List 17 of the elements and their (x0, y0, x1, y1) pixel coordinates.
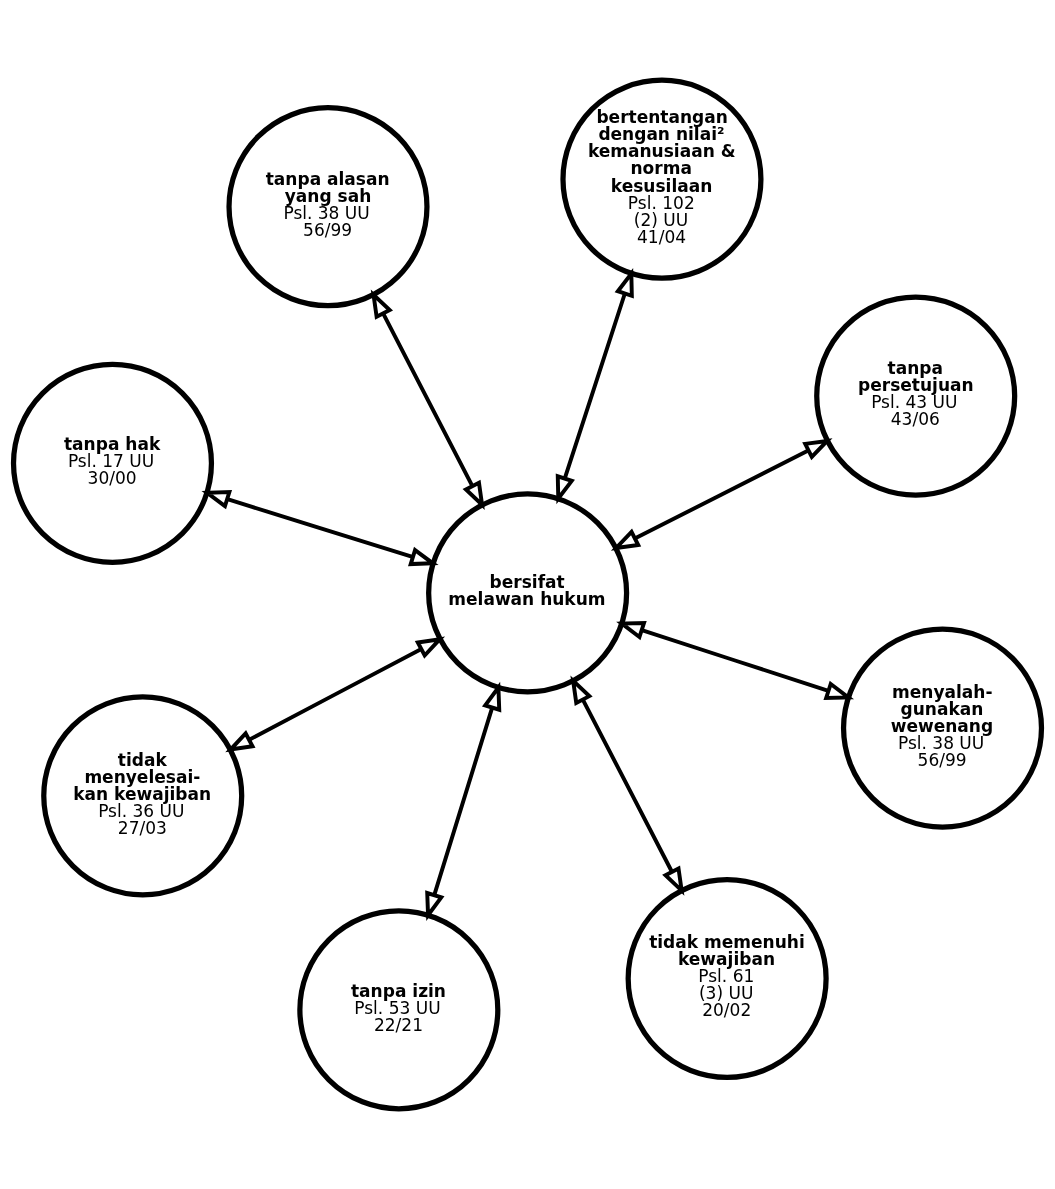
node-circle: tidak memenuhi kewajiban Psl. 61 (3) UU 20/02 (625, 876, 829, 1081)
node-circle: tanpa persetujuan Psl. 43 UU 43/06 (814, 294, 1018, 498)
node-circle: tidak menyelesai- kan kewajiban Psl. 36 UU 27/03 (41, 694, 245, 898)
arrow (610, 438, 833, 551)
node-circle: bersifat melawan hukum (426, 491, 630, 695)
node-circle: bertentangan dengan nilai² kemanusiaan & norma kesusilaan Psl. 102 (2) UU 41/04 (560, 77, 764, 281)
arrow (201, 490, 439, 567)
arrow (570, 675, 685, 896)
node-circle: tanpa hak Psl. 17 UU 30/00 (10, 361, 215, 565)
arrow (370, 289, 485, 511)
node-circle: tanpa izin Psl. 53 UU 22/21 (297, 908, 501, 1112)
arrow (555, 267, 634, 505)
arrow (425, 681, 502, 921)
node-circle: tanpa alasan yang sah Psl. 38 UU 56/99 (226, 105, 430, 309)
arrow (616, 621, 855, 700)
node-circle: menyalah- gunakan wewenang Psl. 38 UU 56/99 (840, 626, 1045, 830)
arrow (225, 636, 446, 753)
